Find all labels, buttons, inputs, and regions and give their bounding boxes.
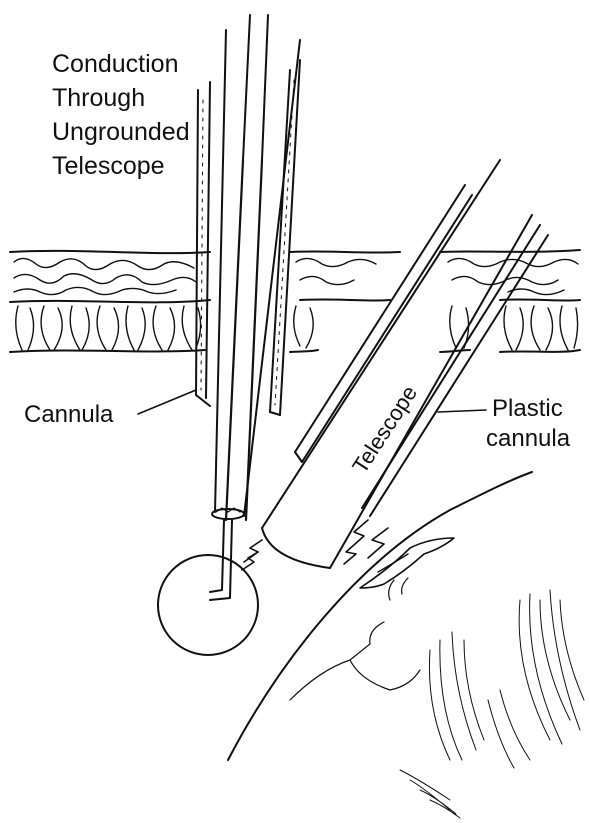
plastic-telescope [262,160,532,568]
organ-texture [400,590,584,818]
metal-telescope [212,15,300,520]
metal-cannula [196,60,300,415]
spark-cannula-to-bowel [344,520,388,564]
abdominal-wall-upper-layer [10,250,580,302]
plastic-cannula [295,185,548,516]
cannula-label: Cannula [24,401,114,428]
plastic-cannula-label-line-2: cannula [486,425,571,452]
title: Conduction Through Ungrounded Telescope [52,50,190,180]
plastic-cannula-leader-line [438,410,486,412]
organ-outline [228,472,532,760]
cannula-leader-line [138,390,196,414]
plastic-cannula-label-line-1: Plastic [492,395,563,422]
spark-telescope-to-probe [242,540,262,570]
title-line-3: Ungrounded [52,118,190,146]
title-line-1: Conduction [52,50,178,78]
abdominal-wall-lower-layer [10,306,580,352]
title-line-4: Telescope [52,152,165,180]
title-line-2: Through [52,84,145,112]
